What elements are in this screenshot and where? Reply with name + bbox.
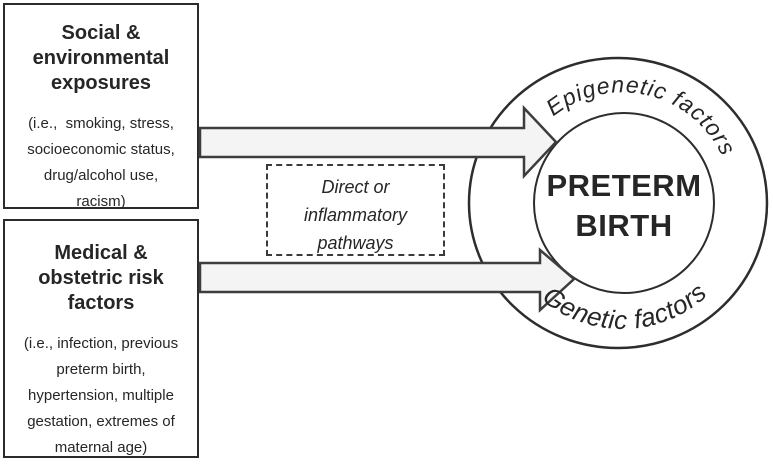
social-box-example-line: (i.e., smoking, stress,: [28, 115, 174, 132]
social-box-example-line: socioeconomic status,: [27, 141, 175, 158]
social-box-title: Social & environmental exposures: [5, 21, 197, 96]
pathways-box-line: inflammatory: [303, 205, 408, 225]
social-to-outcome-arrow: [198, 104, 558, 180]
social-box-title-line: Social &: [61, 22, 141, 44]
social-environmental-box: Social & environmental exposures (i.e., …: [3, 3, 199, 210]
medical-box-example-line: maternal age): [54, 439, 148, 456]
social-box-examples: (i.e., smoking, stress, socioeconomic st…: [5, 111, 197, 215]
social-box-example-line: racism): [76, 193, 126, 210]
medical-box-example-line: gestation, extremes of: [27, 413, 175, 430]
medical-box-example-line: (i.e., infection, previous: [23, 335, 179, 352]
medical-box-title-line: factors: [67, 292, 135, 314]
inner-circle: [533, 112, 715, 294]
medical-to-outcome-arrow: [198, 247, 576, 313]
social-box-example-line: drug/alcohol use,: [43, 167, 159, 184]
medical-box-example-line: hypertension, multiple: [28, 387, 174, 404]
medical-box-title-line: obstetric risk: [38, 267, 164, 289]
pathways-box-line: pathways: [317, 233, 394, 253]
preterm-label: PRETERM: [546, 168, 701, 203]
medical-obstetric-box: Medical & obstetric risk factors (i.e., …: [3, 219, 199, 458]
pathways-dashed-box: Direct or inflammatory pathways: [266, 164, 445, 256]
medical-box-example-line: preterm birth,: [56, 361, 146, 378]
social-box-title-line: environmental: [32, 47, 170, 69]
birth-label: BIRTH: [575, 208, 672, 243]
medical-box-title: Medical & obstetric risk factors: [5, 241, 197, 316]
pathways-box-line: Direct or: [321, 177, 390, 197]
medical-box-examples: (i.e., infection, previous preterm birth…: [5, 331, 197, 461]
medical-box-title-line: Medical &: [54, 242, 148, 264]
social-box-title-line: exposures: [50, 72, 152, 94]
